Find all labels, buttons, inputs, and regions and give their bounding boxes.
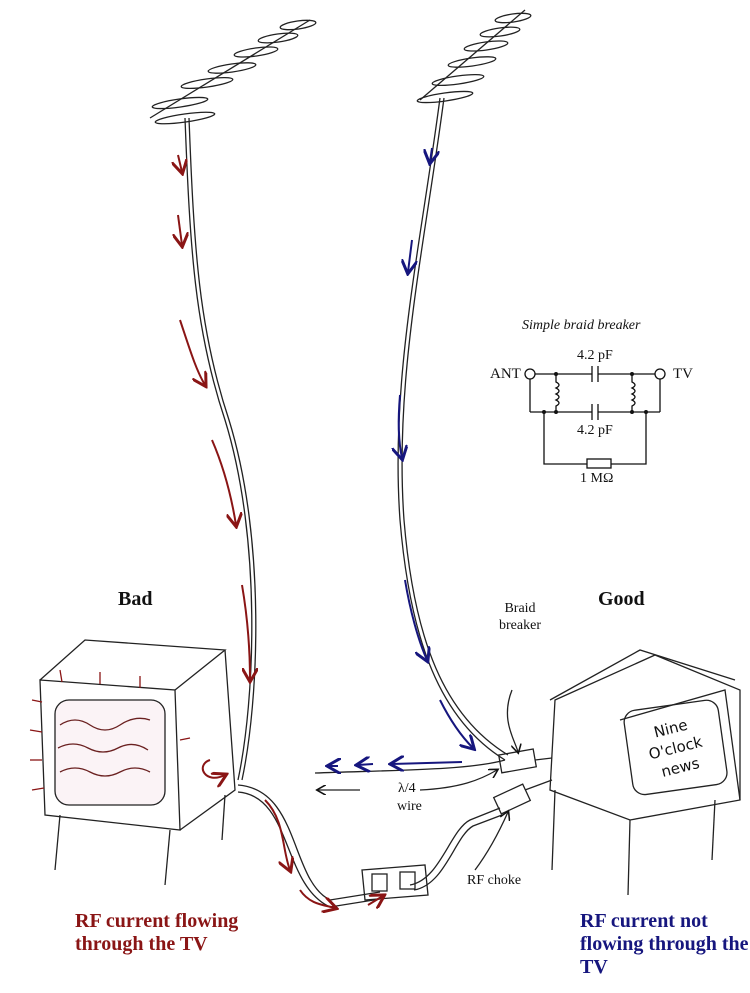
schematic-cap-top: 4.2 pF (577, 348, 613, 363)
rf-choke-device (492, 783, 532, 815)
bad-tv (29, 639, 236, 886)
mains-cable-bad (237, 784, 381, 901)
schematic-tv-label: TV (673, 366, 693, 382)
braid-breaker-schematic (524, 366, 666, 469)
right-coax-cable (397, 97, 506, 761)
good-heading: Good (598, 588, 645, 610)
quarter-wave-wire (314, 759, 506, 774)
braid-breaker-label: Braid breaker (499, 601, 541, 633)
rf-current-arrows-good (329, 147, 473, 766)
good-tv (549, 649, 741, 896)
right-antenna (416, 9, 532, 104)
rf-choke-label: RF choke (467, 873, 522, 888)
schematic-resistor: 1 MΩ (580, 471, 614, 486)
left-coax-cable (184, 117, 253, 781)
bad-heading: Bad (118, 588, 153, 610)
wall-socket (361, 864, 429, 901)
left-antenna (149, 19, 317, 125)
ant-connector-icon (524, 368, 536, 380)
rf-current-arrows-bad (178, 154, 383, 908)
schematic-title: Simple braid breaker (522, 318, 641, 333)
good-caption: RF current not flowing through the TV (580, 910, 749, 978)
bad-caption: RF current flowing through the TV (75, 910, 239, 955)
schematic-cap-bottom: 4.2 pF (577, 423, 613, 438)
wire-label: wire (397, 799, 422, 814)
schematic-ant-label: ANT (490, 366, 521, 382)
tv-connector-icon (654, 368, 666, 380)
quarter-wave-label: λ/4 (398, 781, 416, 796)
